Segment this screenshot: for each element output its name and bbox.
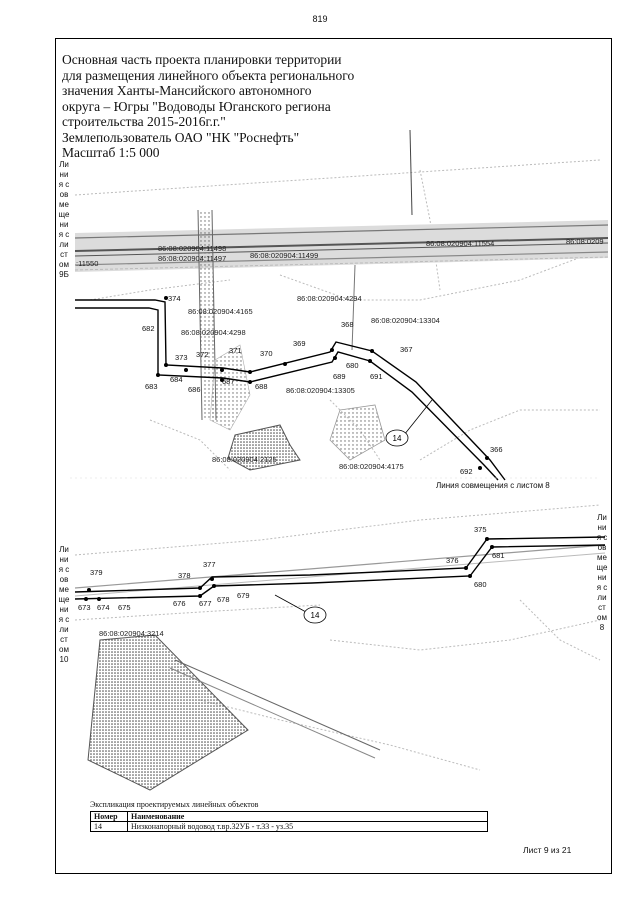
center-match-label: Линия совмещения с листом 8 [436, 481, 550, 490]
page-number: 819 [312, 14, 328, 24]
parcel-label: 86:08:020904:4298 [181, 328, 246, 337]
point-label: 692 [460, 467, 473, 476]
point-label: 687 [222, 377, 235, 386]
title-line: округа – Югры "Водоводы Юганского регион… [62, 98, 331, 114]
point-label: 686 [188, 385, 201, 394]
point-label: 372 [196, 350, 209, 359]
legend-header-row: Номер Наименование [90, 811, 488, 822]
object-marker-top [385, 429, 409, 447]
point-label: 676 [173, 599, 186, 608]
pipeline-route-top [75, 299, 506, 481]
parcel-label: 86:08:020904:11499 [250, 251, 318, 260]
point-label: 674 [97, 603, 110, 612]
object-marker-bottom [303, 606, 327, 624]
sheet-label: Лист 9 из 21 [523, 845, 572, 855]
title-line: строительства 2015-2016г.г." [62, 114, 226, 129]
point-label: 377 [203, 560, 216, 569]
parcel-label: 86:08:020904:4165 [188, 307, 253, 316]
legend-table: Номер Наименование 14 Низконапорный водо… [90, 811, 488, 832]
parcel-label: 86:08:0209 [566, 237, 604, 246]
point-label: 371 [229, 346, 242, 355]
point-label: 684 [170, 375, 183, 384]
parcel-label: 86:08:020904:11497 [158, 254, 226, 263]
dotted-area-right [329, 404, 386, 461]
point-label: 679 [237, 591, 250, 600]
left-match-label-top: Линия совмещения с листом 9Б [58, 160, 70, 279]
point-label: 374 [168, 294, 181, 303]
point-label: 682 [142, 324, 155, 333]
point-label: 379 [90, 568, 103, 577]
title-block: Основная часть проекта планировки террит… [62, 52, 422, 161]
point-label: 673 [78, 603, 91, 612]
point-label: 378 [178, 571, 191, 580]
drawing-frame [55, 38, 612, 874]
point-label: 376 [446, 556, 459, 565]
parcel-2125-area [227, 424, 301, 471]
parcel-label: :11550 [76, 259, 98, 268]
road-band-top [74, 220, 609, 272]
dotted-strip [209, 344, 251, 431]
land-user-line: Землепользователь ОАО "НК "Роснефть" [62, 129, 300, 145]
point-label: 689 [333, 372, 346, 381]
title-line: Основная часть проекта планировки террит… [62, 52, 342, 67]
legend-cell-number: 14 [90, 821, 128, 832]
parcel-label: 86:08:020904:13304 [371, 316, 440, 325]
point-label: 677 [199, 599, 212, 608]
road-band-bottom [74, 544, 606, 597]
title-line: для размещения линейного объекта региона… [62, 67, 355, 83]
point-label: 367 [400, 345, 413, 354]
pipeline-route-bottom [74, 536, 606, 600]
parcel-label: 86:08:020904:2125 [212, 455, 277, 464]
pipeline-points-bottom [84, 537, 494, 601]
point-label: 681 [492, 551, 505, 560]
top-vertical-line [409, 129, 413, 216]
parcel-label: 86:08:020904:4175 [339, 462, 404, 471]
left-match-label-bottom: Линия совмещения с листом 10 [58, 545, 70, 664]
mid-vertical-line [351, 264, 356, 351]
point-label: 375 [474, 525, 487, 534]
legend-cell-name: Низконапорный водовод т.вр.32УБ - т.33 -… [127, 821, 488, 832]
object-marker-top-label: 14 [393, 434, 402, 443]
legend-caption: Экспликация проектируемых линейных объек… [90, 800, 259, 809]
point-label: 688 [255, 382, 268, 391]
parcel-label: 86:08:020904:4294 [297, 294, 362, 303]
pipeline-points-top [156, 296, 489, 470]
point-label: 366 [490, 445, 503, 454]
parcel-3214-area [87, 634, 249, 791]
lower-road-line [174, 659, 381, 751]
parcel-label: 86:08:020904:13305 [286, 386, 355, 395]
legend-header-number: Номер [90, 811, 128, 822]
marker-leader-bottom [274, 594, 307, 613]
object-marker-bottom-label: 14 [311, 611, 320, 620]
point-label: 683 [145, 382, 158, 391]
point-label: 691 [370, 372, 383, 381]
point-label: 680 [346, 361, 359, 370]
lower-road-line [169, 667, 376, 759]
parcel-label: 86:08:020904:11554 [426, 239, 494, 248]
parcel-label: 86:08:020904:11498 [158, 244, 226, 253]
right-match-label-bottom: Линия совмещения с листом 8 [596, 513, 608, 632]
title-line: значения Ханты-Мансийского автономного [62, 83, 312, 98]
legend-header-name: Наименование [127, 811, 488, 822]
point-label: 680 [474, 580, 487, 589]
point-label: 678 [217, 595, 230, 604]
parcel-label: 86:08:020904:3214 [99, 629, 164, 638]
point-label: 368 [341, 320, 354, 329]
point-label: 370 [260, 349, 273, 358]
point-label: 373 [175, 353, 188, 362]
point-label: 675 [118, 603, 131, 612]
point-label: 369 [293, 339, 306, 348]
terrain-lines-bottom [74, 504, 601, 771]
marker-leader-top [403, 399, 433, 436]
scale-line: Масштаб 1:5 000 [62, 145, 160, 160]
table-row: 14 Низконапорный водовод т.вр.32УБ - т.3… [90, 821, 488, 832]
